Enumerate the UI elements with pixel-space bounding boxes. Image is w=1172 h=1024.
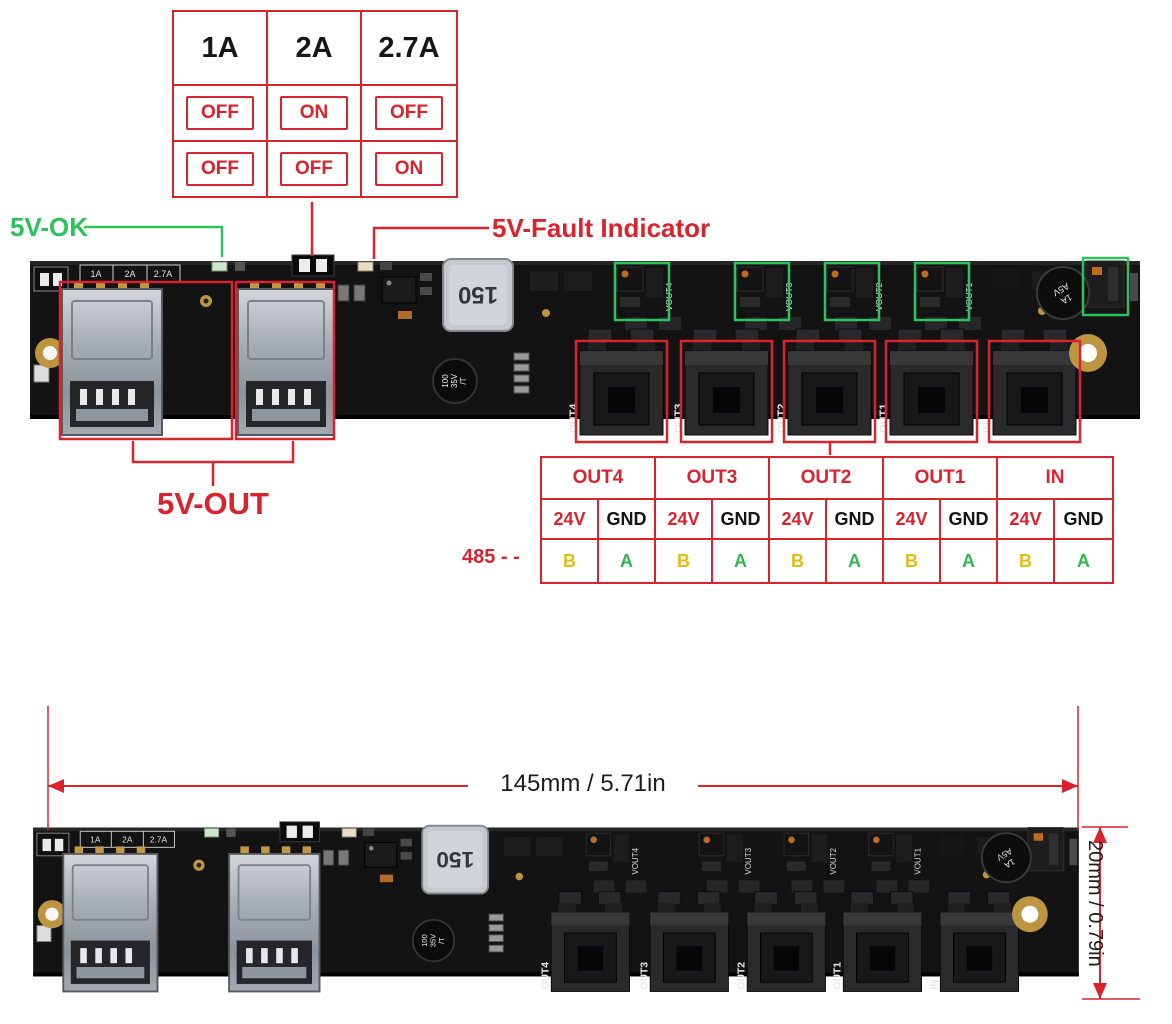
pin-24v: 24V: [884, 500, 941, 538]
switch1-row: OFF ON OFF: [174, 84, 456, 140]
sw2-state-2-7a: ON: [375, 152, 443, 186]
sw1-state-2-7a: OFF: [375, 96, 443, 130]
pin-24v: 24V: [770, 500, 827, 538]
pinout-header-row: OUT4 OUT3 OUT2 OUT1 IN: [542, 458, 1112, 498]
dim-arrow-down: [1093, 983, 1107, 999]
pinout-power-row: 24V GND 24V GND 24V GND 24V GND 24V GND: [542, 498, 1112, 538]
bus-485-label: 485 - -: [462, 546, 520, 568]
pin-24v: 24V: [542, 500, 599, 538]
pin-24v: 24V: [656, 500, 713, 538]
current-config-table: 1A 2A 2.7A OFF ON OFF OFF OFF ON: [172, 10, 458, 198]
ok-callout-label: 5V-OK: [10, 212, 89, 242]
pin-485-a: A: [827, 540, 884, 582]
switch2-row: OFF OFF ON: [174, 140, 456, 196]
height-dimension-label: 20mm / 0.79in: [1084, 840, 1106, 967]
out-callout-label: 5V-OUT: [157, 486, 269, 521]
pin-gnd: GND: [941, 500, 998, 538]
dim-arrow-left: [48, 779, 64, 793]
current-header-2-7a: 2.7A: [378, 31, 440, 64]
pin-485-b: B: [884, 540, 941, 582]
pcb-render-top: 1A 2A 2.7A: [30, 254, 1140, 436]
group-out4: OUT4: [542, 458, 656, 498]
pin-485-b: B: [770, 540, 827, 582]
pcb-render-bottom: [32, 820, 1080, 993]
group-in: IN: [1045, 467, 1065, 488]
pin-24v: 24V: [998, 500, 1055, 538]
current-config-header-row: 1A 2A 2.7A: [174, 12, 456, 84]
pin-485-b: B: [656, 540, 713, 582]
pin-gnd: GND: [599, 500, 656, 538]
pin-485-b: B: [542, 540, 599, 582]
sw1-state-1a: OFF: [186, 96, 254, 130]
group-out2: OUT2: [770, 458, 884, 498]
group-out1: OUT1: [884, 458, 998, 498]
dim-arrow-right: [1062, 779, 1078, 793]
pin-gnd: GND: [827, 500, 884, 538]
pin-485-b: B: [998, 540, 1055, 582]
fault-callout-label: 5V-Fault Indicator: [492, 213, 711, 243]
width-dimension-label: 145mm / 5.71in: [500, 770, 666, 797]
pin-485-a: A: [713, 540, 770, 582]
pinout-bus-row: B A B A B A B A B A: [542, 538, 1112, 582]
sw2-state-2a: OFF: [280, 152, 348, 186]
pinout-table: OUT4 OUT3 OUT2 OUT1 IN 24V GND 24V GND 2…: [540, 456, 1114, 584]
pin-485-a: A: [599, 540, 656, 582]
pin-485-a: A: [941, 540, 998, 582]
pin-gnd: GND: [713, 500, 770, 538]
group-out3: OUT3: [656, 458, 770, 498]
current-header-1a: 1A: [174, 12, 268, 84]
pin-485-a: A: [1077, 550, 1090, 571]
current-header-2a: 2A: [268, 12, 362, 84]
pin-gnd: GND: [1063, 508, 1104, 529]
sw2-state-1a: OFF: [186, 152, 254, 186]
usb-out-bracket: [131, 441, 295, 486]
sw1-state-2a: ON: [280, 96, 348, 130]
